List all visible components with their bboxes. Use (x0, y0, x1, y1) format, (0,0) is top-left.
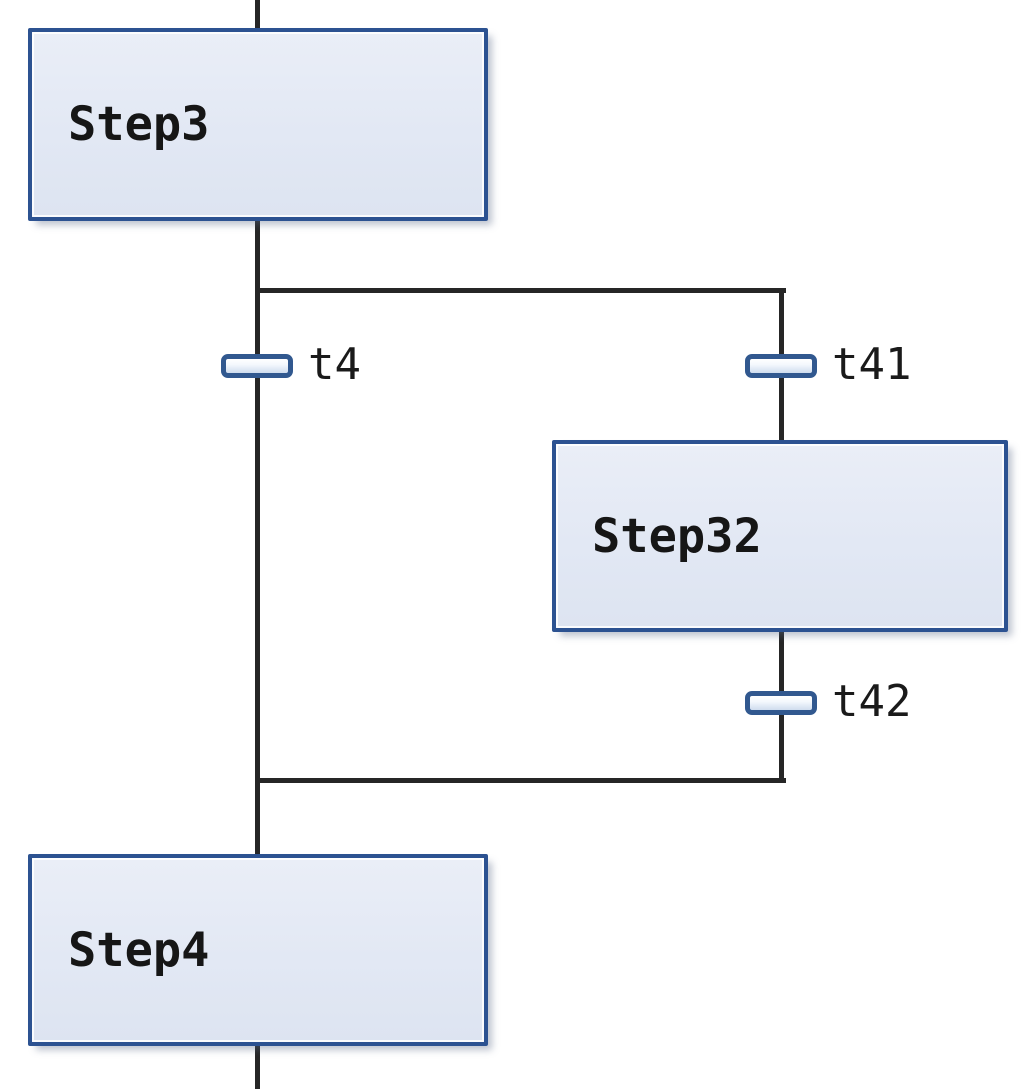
step-label-step32: Step32 (592, 508, 762, 564)
step-label-step4: Step4 (68, 922, 210, 978)
transition-label-t42: t42 (832, 676, 912, 727)
link-step3-to-branch (255, 219, 260, 293)
step-label-step3: Step3 (68, 97, 210, 152)
transition-bar-t42[interactable] (745, 691, 817, 715)
transition-label-t41: t41 (832, 339, 912, 390)
transition-bar-t41[interactable] (745, 354, 817, 378)
transition-label-t4: t4 (308, 339, 361, 390)
transition-bar-t4[interactable] (221, 354, 293, 378)
link-inlet-top (255, 0, 260, 30)
link-left-branch-trunk (255, 288, 260, 858)
step-box-step4[interactable]: Step4 (28, 854, 488, 1046)
step-box-step3[interactable]: Step3 (28, 28, 488, 221)
link-branch-convergence (255, 778, 786, 783)
link-branch-divergence (255, 288, 786, 293)
link-step4-outlet (255, 1044, 260, 1089)
step-box-step32[interactable]: Step32 (552, 440, 1008, 632)
